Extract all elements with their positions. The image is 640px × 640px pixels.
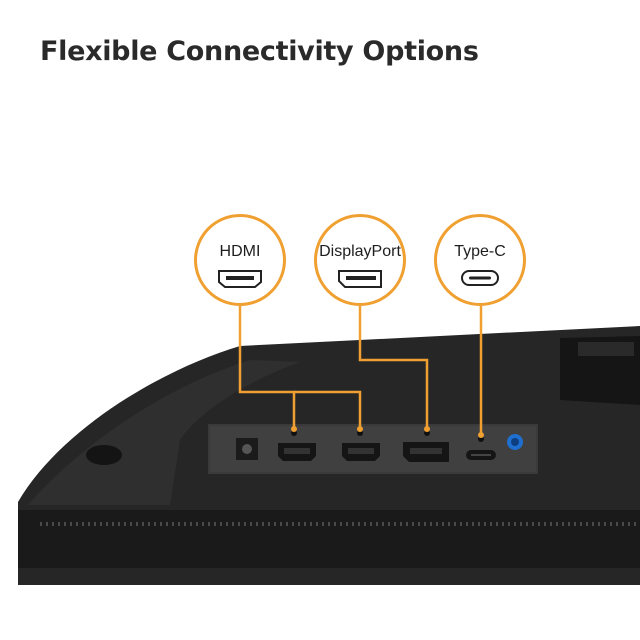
audio-jack — [507, 434, 523, 450]
power-jack — [236, 438, 258, 460]
callout-leaders — [238, 306, 483, 434]
hdmi-leader — [238, 306, 296, 428]
leader-dots — [291, 426, 484, 438]
monitor-rear-face — [28, 360, 300, 505]
monitor-joystick — [86, 445, 122, 465]
callout-label-hdmi: HDMI — [219, 243, 261, 260]
stand-mount-slot — [578, 342, 634, 356]
callout-label-typec: Type-C — [454, 243, 506, 260]
displayport-icon — [337, 269, 383, 294]
callout-displayport: DisplayPort — [314, 214, 406, 306]
page-title: Flexible Connectivity Options — [40, 36, 479, 67]
usb-c-icon — [460, 269, 500, 292]
hdmi-port-icon — [217, 269, 263, 294]
callout-label-displayport: DisplayPort — [319, 243, 401, 260]
callout-hdmi: HDMI — [194, 214, 286, 306]
hdmi-leader-3 — [294, 390, 362, 428]
hdmi-leader-2 — [358, 306, 429, 428]
monitor-bezel — [18, 510, 640, 568]
callout-typec: Type-C — [434, 214, 526, 306]
